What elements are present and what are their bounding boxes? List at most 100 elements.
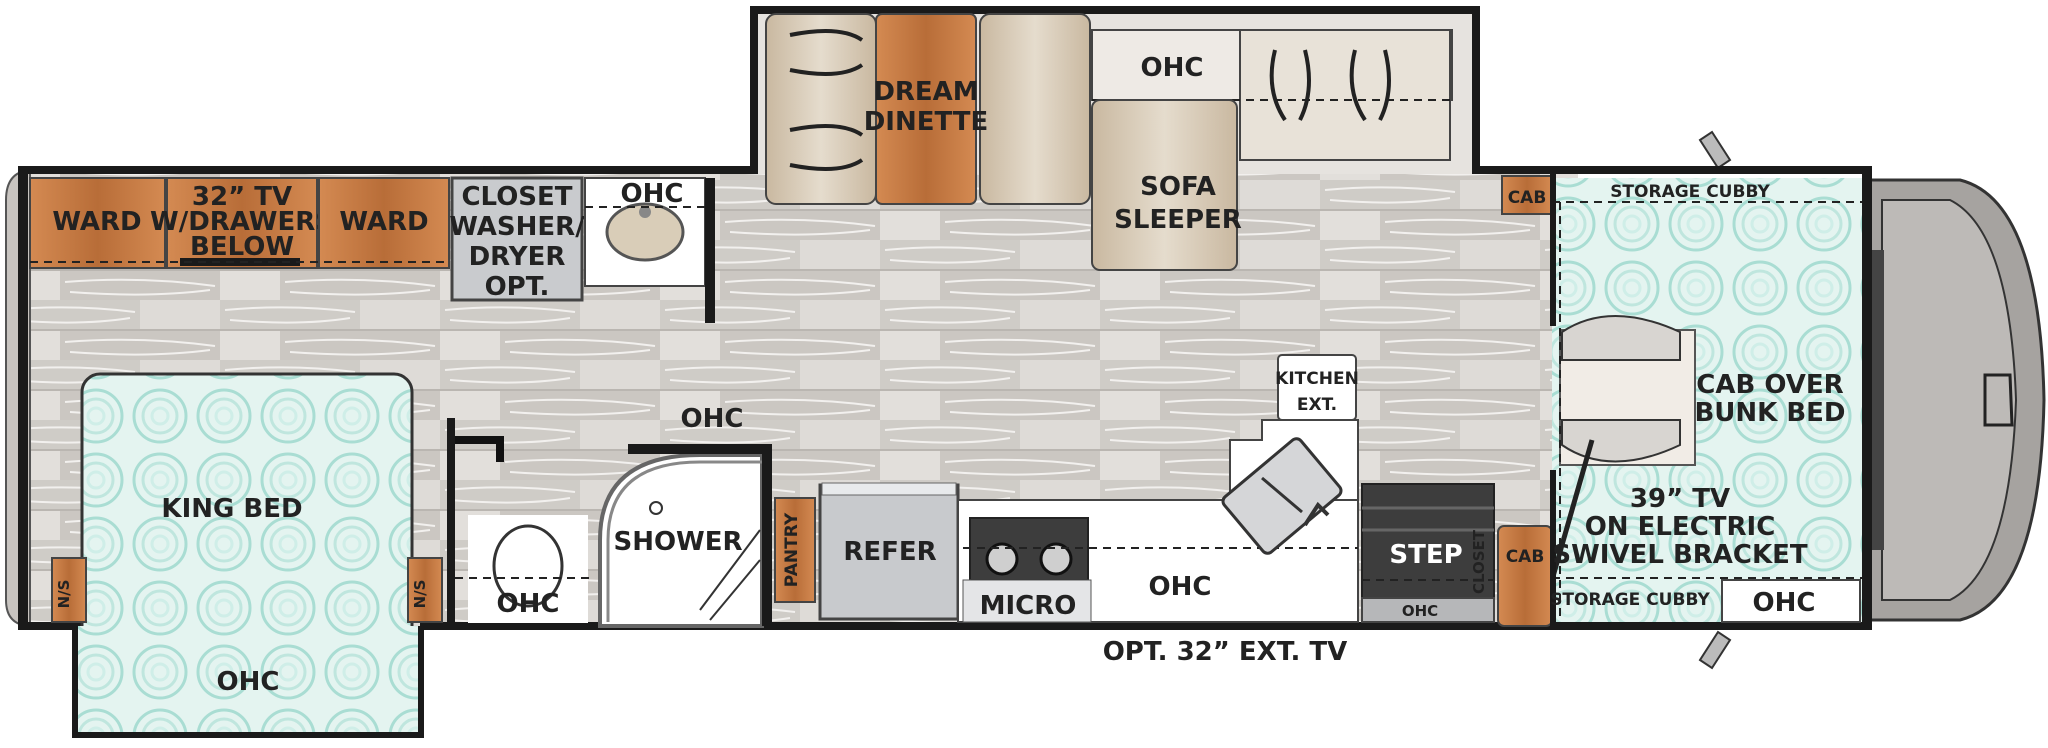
king-bed-label: KING BED [161, 494, 302, 524]
cooktop [969, 517, 1089, 581]
cab-bottom-label: CAB [1506, 547, 1545, 567]
pantry [774, 497, 816, 603]
kitchen-ext-label-2: EXT. [1297, 395, 1337, 415]
dash-panel [1870, 250, 1884, 550]
closet-small-label: CLOSET [1470, 529, 1488, 594]
driver-seat [1561, 315, 1681, 361]
dinette-bench-right [979, 13, 1091, 205]
slide-ohc-shelf [1239, 29, 1451, 161]
ns-right-label: N/S [411, 580, 429, 609]
closet-label-4: OPT. [485, 272, 550, 302]
dinette-table [875, 13, 977, 205]
sink-icon [605, 202, 685, 262]
wall-rear [18, 166, 28, 630]
toilet-ohc-label: OHC [497, 589, 560, 619]
nightstand-left [51, 557, 87, 623]
kitchen-sink-divider [1261, 476, 1303, 514]
cab-partition [1550, 166, 1556, 326]
cab-ohc-bottom-label: OHC [1753, 588, 1816, 618]
side-mirror-top [1698, 130, 1732, 170]
dinette-bench-left [765, 13, 877, 205]
shower-step-line-2 [709, 559, 761, 621]
ext-tv-label: OPT. 32” EXT. TV [1103, 637, 1348, 667]
refer-label: REFER [843, 537, 936, 567]
storage-cubby-top-label: STORAGE CUBBY [1610, 182, 1770, 202]
tv-drawers [166, 177, 318, 269]
closet-label-2: WASHER/ [449, 212, 585, 242]
dinette-seatbelt-icon [789, 29, 864, 171]
shower-head-icon [649, 501, 663, 515]
dinette-label-1: DREAM [873, 77, 978, 107]
storage-cubby-bottom-label: STORAGE CUBBY [1550, 590, 1710, 610]
toilet-wall [447, 418, 455, 626]
bed-slide-out [72, 626, 424, 738]
toilet-icon [492, 524, 564, 608]
shower-curtain-rod [606, 460, 762, 622]
mirror-icon [1983, 373, 2014, 427]
tv39-bracket [1549, 439, 1595, 581]
kitchen-ohc-label: OHC [1149, 572, 1212, 602]
tv39-label-2: ON ELECTRIC [1585, 512, 1776, 542]
cab-ohc-bottom [1721, 579, 1861, 623]
bed-slide-ohc-label: OHC [217, 667, 280, 697]
side-mirror-bottom [1698, 630, 1732, 670]
slide-wall-left [750, 6, 758, 174]
tv-label-2: W/DRAWERS [150, 207, 334, 237]
cab-top-label: CAB [1508, 188, 1547, 208]
ns-left-label: N/S [55, 580, 73, 609]
tv39-label-3: SWIVEL BRACKET [1552, 540, 1808, 570]
cab-partition-lower [1550, 470, 1556, 626]
ward-left [29, 177, 166, 269]
burner-left-icon [985, 542, 1019, 576]
shower-ohc-label: OHC [681, 404, 744, 434]
tv-label-3: BELOW [190, 232, 294, 262]
wall-bottom-left [18, 622, 94, 630]
micro-box [962, 579, 1092, 623]
cab-over-label-2: BUNK BED [1694, 398, 1845, 428]
wall-top-right [1478, 166, 1870, 174]
nightstand-right [407, 557, 443, 623]
toilet-door-handle [455, 436, 504, 462]
refrigerator-top [821, 482, 957, 496]
tv39-label-1: 39” TV [1630, 484, 1730, 514]
bed-slide-wall-left [72, 626, 78, 738]
slide-ohc-label: OHC [1141, 53, 1204, 83]
slide-wall-top [750, 6, 1480, 14]
closet-label-3: DRYER [469, 242, 566, 272]
bed-slide-wall-bottom [72, 732, 424, 738]
dinette-label-2: DINETTE [864, 107, 989, 137]
closet-label-1: CLOSET [461, 182, 572, 212]
wall-bottom-main [420, 622, 1870, 630]
ward-right-label: WARD [339, 207, 428, 237]
cab-over-label-1: CAB OVER [1696, 370, 1843, 400]
shower-header [628, 444, 768, 454]
cab-cabinet-bottom [1497, 525, 1553, 627]
step-label: STEP [1389, 540, 1462, 570]
ward-right [318, 177, 450, 269]
shower-wall-right [762, 444, 772, 626]
ward-left-label: WARD [52, 207, 141, 237]
micro-label: MICRO [980, 591, 1077, 621]
closet-washer [450, 176, 584, 302]
bath-partition [705, 178, 715, 323]
windshield [1881, 199, 2018, 601]
burner-right-icon [1039, 542, 1073, 576]
wall-top-left [18, 166, 758, 174]
step-ohc-label: OHC [1402, 602, 1438, 620]
kitchen-ext-label-1: KITCHEN [1275, 369, 1359, 389]
sofa-seatbelt-icon [1269, 49, 1391, 122]
kitchen-faucet-icon [1303, 501, 1330, 527]
slide-wall-right [1472, 6, 1480, 174]
kitchen-ext-box [1277, 354, 1357, 421]
bath-ohc-label: OHC [621, 179, 684, 209]
faucet-icon [639, 206, 651, 218]
sofa-label-2: SLEEPER [1114, 205, 1242, 235]
pantry-label: PANTRY [782, 512, 802, 587]
shower-step-line-1 [699, 529, 761, 611]
sofa-label-1: SOFA [1140, 172, 1216, 202]
passenger-seat [1561, 419, 1681, 463]
bed-slide-wall-right [418, 626, 424, 738]
sofa-sleeper [1091, 99, 1238, 271]
refrigerator [818, 483, 960, 621]
